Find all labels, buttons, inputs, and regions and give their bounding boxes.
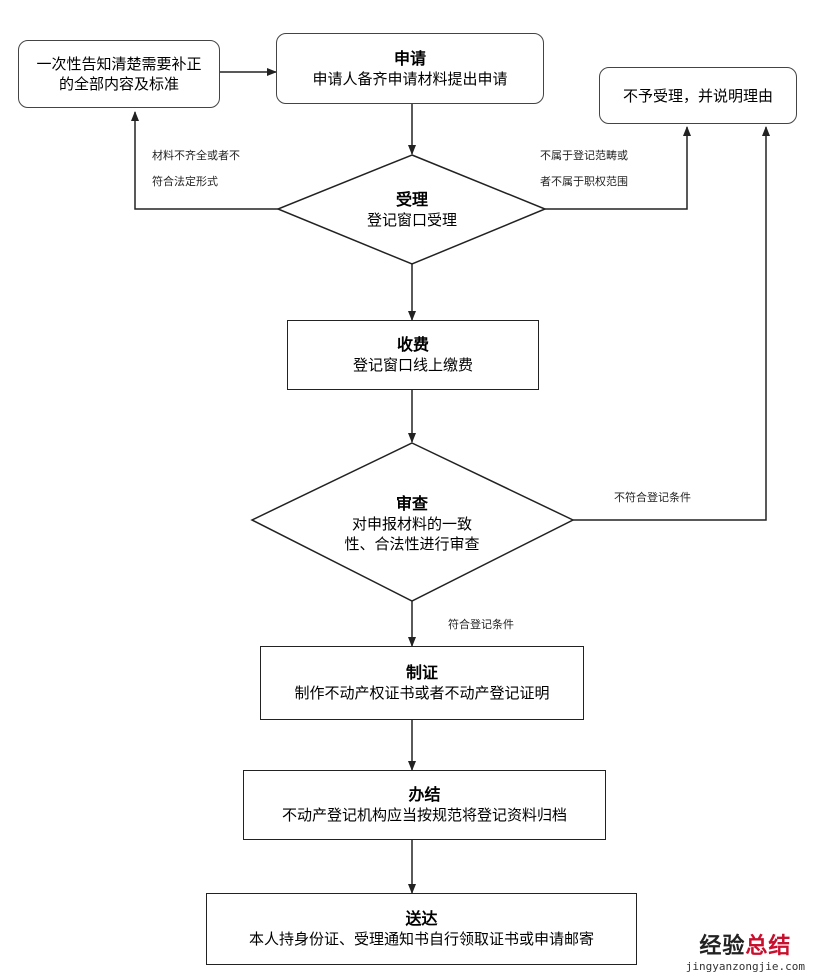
edge-label-out-of-scope: 不属于登记范畴或 者不属于职权范围 — [540, 146, 628, 192]
accept-title: 受理 — [395, 190, 428, 209]
watermark: 经验总结 jingyanzongjie.com — [686, 928, 805, 973]
edge-accept-supplement — [131, 111, 278, 210]
complete-text: 不动产登记机构应当按规范将登记资料归档 — [281, 806, 567, 824]
apply-node: 申请 申请人备齐申请材料提出申请 — [276, 33, 544, 104]
edge-label-qualified-text: 符合登记条件 — [448, 618, 514, 631]
certify-title: 制证 — [405, 663, 438, 682]
certify-node: 制证 制作不动产权证书或者不动产登记证明 — [260, 646, 584, 720]
apply-title: 申请 — [393, 48, 426, 68]
review-text-line2: 性、合法性进行审查 — [344, 535, 480, 553]
complete-node: 办结 不动产登记机构应当按规范将登记资料归档 — [243, 770, 606, 840]
deliver-text: 本人持身份证、受理通知书自行领取证书或申请邮寄 — [248, 930, 594, 948]
fee-text: 登记窗口线上缴费 — [352, 356, 473, 374]
watermark-logo-text: 经验总结 — [686, 928, 805, 960]
edge-label-not-qualified: 不符合登记条件 — [614, 488, 691, 508]
watermark-chars-red: 总结 — [745, 934, 792, 959]
complete-title: 办结 — [408, 785, 441, 804]
edge-accept-reject — [545, 126, 691, 210]
supplement-node: 一次性告知清楚需要补正的全部内容及标准 — [18, 40, 220, 108]
review-title: 审查 — [395, 494, 428, 513]
edge-label-incomplete-line2: 符合法定形式 — [152, 175, 218, 188]
watermark-chars-dark: 经验 — [699, 934, 746, 959]
reject-node: 不予受理，并说明理由 — [599, 67, 797, 124]
reject-text: 不予受理，并说明理由 — [622, 86, 773, 105]
edge-label-incomplete: 材料不齐全或者不 符合法定形式 — [152, 146, 240, 192]
edge-review-reject — [573, 126, 770, 521]
watermark-url: jingyanzongjie.com — [685, 960, 805, 973]
edge-label-qualified: 符合登记条件 — [448, 615, 514, 635]
edge-label-out-of-scope-line2: 者不属于职权范围 — [540, 175, 628, 188]
certify-text: 制作不动产权证书或者不动产登记证明 — [294, 684, 550, 702]
review-text-line1: 对申报材料的一致 — [351, 515, 472, 533]
deliver-title: 送达 — [405, 909, 438, 928]
fee-node: 收费 登记窗口线上缴费 — [287, 320, 539, 390]
deliver-node: 送达 本人持身份证、受理通知书自行领取证书或申请邮寄 — [206, 893, 637, 965]
supplement-text: 一次性告知清楚需要补正的全部内容及标准 — [36, 55, 202, 93]
accept-node: 受理 登记窗口受理 — [300, 184, 524, 236]
edge-label-incomplete-line1: 材料不齐全或者不 — [152, 149, 240, 162]
apply-text: 申请人备齐申请材料提出申请 — [312, 69, 508, 88]
edge-label-out-of-scope-line1: 不属于登记范畴或 — [540, 149, 628, 162]
fee-title: 收费 — [396, 335, 429, 354]
review-node: 审查 对申报材料的一致 性、合法性进行审查 — [300, 488, 524, 560]
edge-label-not-qualified-text: 不符合登记条件 — [614, 491, 691, 504]
accept-text: 登记窗口受理 — [366, 211, 457, 229]
